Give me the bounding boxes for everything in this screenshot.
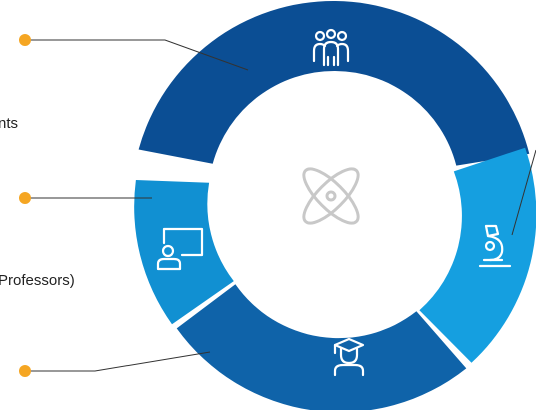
- callout-lines: [27, 39, 536, 372]
- callout-dot-top: [19, 34, 31, 46]
- segment-research: [419, 147, 536, 363]
- atom-icon: [302, 167, 360, 225]
- callout-dot-bottom: [19, 365, 31, 377]
- graduate-icon: [333, 337, 365, 377]
- segment-teaching: [134, 180, 234, 325]
- callout-dot-middle: [19, 192, 31, 204]
- people-group-icon: [312, 28, 350, 67]
- segment-education: [176, 284, 467, 410]
- presentation-board-icon: [156, 227, 204, 271]
- label-students-fragment: nts: [0, 115, 19, 132]
- microscope-icon: [478, 224, 512, 268]
- segment-people: [138, 1, 530, 166]
- label-professors-fragment: Professors): [0, 272, 75, 289]
